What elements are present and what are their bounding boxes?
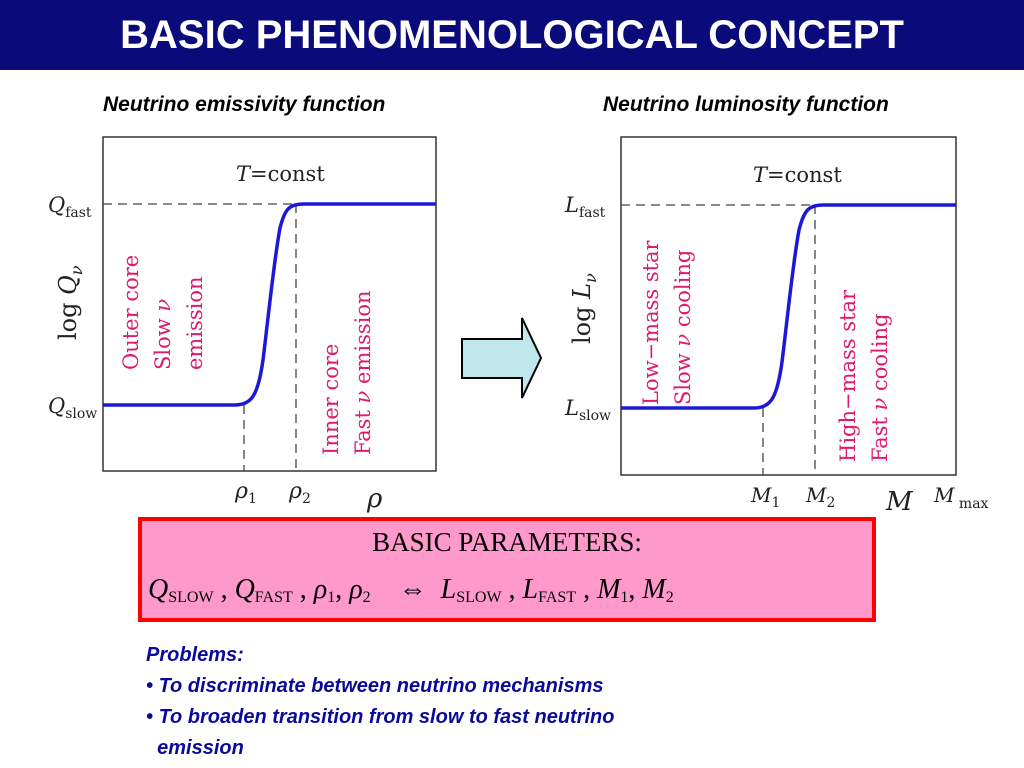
emissivity-panel: T=const Qfast Qslow log Qν ρ1 ρ2 ρ Outer… bbox=[48, 136, 437, 514]
problem-item-1: • To discriminate between neutrino mecha… bbox=[146, 675, 604, 697]
m2-tick: M2 bbox=[805, 483, 835, 511]
basic-parameters-box: BASIC PARAMETERS: QSLOW , QFAST , ρ1, ρ2… bbox=[138, 517, 876, 622]
emission-label: emission bbox=[183, 277, 207, 371]
luminosity-panel: T=const Lfast Lslow log Lν M1 M2 M M max… bbox=[564, 136, 989, 517]
outer-core-label: Outer core bbox=[119, 255, 143, 370]
right-header: T=const bbox=[753, 163, 842, 187]
rho-axis-label: ρ bbox=[366, 484, 383, 514]
right-panel-caption: Neutrino luminosity function bbox=[603, 93, 889, 116]
basic-parameters-heading: BASIC PARAMETERS: bbox=[372, 527, 642, 557]
rho2-tick: ρ2 bbox=[288, 479, 311, 507]
emissivity-frame bbox=[102, 136, 437, 472]
luminosity-frame bbox=[620, 136, 957, 476]
m1-tick: M1 bbox=[750, 483, 780, 511]
log-q-axis-label: log Qν bbox=[54, 265, 86, 340]
problems-heading: Problems: bbox=[146, 644, 244, 666]
luminosity-curve bbox=[621, 203, 956, 410]
q-slow-label: Qslow bbox=[48, 394, 97, 422]
rho1-tick: ρ1 bbox=[234, 479, 257, 507]
log-l-axis-label: log Lν bbox=[568, 273, 600, 344]
inner-core-label: Inner core bbox=[319, 344, 343, 455]
problem-item-2: • To broaden transition from slow to fas… bbox=[146, 706, 615, 759]
q-fast-label: Qfast bbox=[48, 193, 92, 221]
emissivity-curve bbox=[103, 202, 436, 407]
m-max-tick: M max bbox=[933, 483, 989, 512]
slow-nu-label: Slow ν bbox=[151, 299, 175, 370]
l-fast-label: Lfast bbox=[564, 193, 606, 221]
problems-block: Problems: • To discriminate between neut… bbox=[146, 640, 615, 764]
transition-arrow bbox=[461, 317, 543, 399]
left-panel-caption: Neutrino emissivity function bbox=[103, 93, 386, 116]
page-title: BASIC PHENOMENOLOGICAL CONCEPT bbox=[0, 0, 1024, 70]
l-slow-label: Lslow bbox=[564, 396, 611, 424]
parameters-equation: QSLOW , QFAST , ρ1, ρ2 ⇔ LSLOW , LFAST ,… bbox=[148, 574, 674, 606]
fast-nu-cooling-label: Fast ν cooling bbox=[868, 314, 892, 462]
m-axis-label: M bbox=[885, 487, 914, 517]
low-mass-star-label: Low−mass star bbox=[639, 239, 663, 405]
slow-nu-cooling-label: Slow ν cooling bbox=[671, 250, 695, 405]
high-mass-star-label: High−mass star bbox=[836, 289, 860, 462]
fast-nu-emission-label: Fast ν emission bbox=[351, 290, 375, 455]
left-header: T=const bbox=[236, 162, 325, 186]
